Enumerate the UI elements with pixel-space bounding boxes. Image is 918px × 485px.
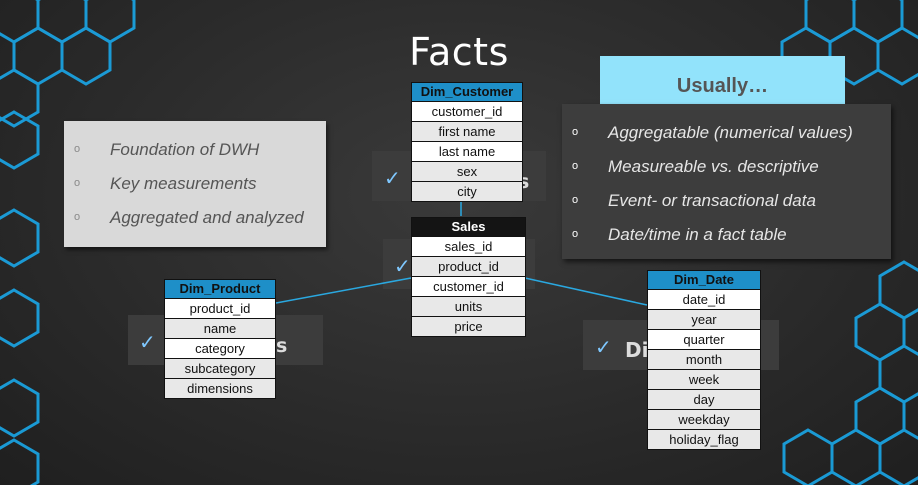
list-item: o Date/time in a fact table (562, 225, 891, 249)
table-sales: Sales sales_id product_id customer_id un… (411, 217, 526, 337)
slide-title: Facts (409, 30, 509, 74)
list-item: o Aggregated and analyzed (64, 208, 326, 232)
table-dim-customer: Dim_Customer customer_id first name last… (411, 82, 523, 202)
bullet: o (74, 143, 81, 155)
hidden-box-left-text: s (276, 335, 288, 357)
bullet: o (572, 194, 579, 206)
list-item-label: Event- or transactional data (608, 191, 816, 210)
list-item-label: Foundation of DWH (110, 140, 260, 159)
table-field: last name (412, 142, 522, 162)
table-field: units (412, 297, 525, 317)
bullet: o (572, 126, 579, 138)
connector-product-sales (275, 277, 412, 304)
table-field: month (648, 350, 760, 370)
hidden-box-right-text: Di (625, 338, 649, 362)
table-field: price (412, 317, 525, 336)
usually-list-box: o Aggregatable (numerical values) o Meas… (562, 104, 891, 259)
bullet: o (74, 177, 81, 189)
bullet: o (572, 160, 579, 172)
table-header: Dim_Product (165, 280, 275, 299)
table-field: category (165, 339, 275, 359)
table-header: Dim_Customer (412, 83, 522, 102)
table-field: weekday (648, 410, 760, 430)
table-field: customer_id (412, 277, 525, 297)
check-icon: ✓ (384, 166, 401, 190)
list-item: o Measureable vs. descriptive (562, 157, 891, 181)
check-icon: ✓ (394, 254, 411, 278)
table-field: quarter (648, 330, 760, 350)
list-item: o Aggregatable (numerical values) (562, 123, 891, 147)
table-field: product_id (165, 299, 275, 319)
list-item: o Event- or transactional data (562, 191, 891, 215)
table-header: Dim_Date (648, 271, 760, 290)
table-field: day (648, 390, 760, 410)
list-item: o Key measurements (64, 174, 326, 198)
table-field: first name (412, 122, 522, 142)
check-icon: ✓ (139, 330, 156, 354)
check-icon: ✓ (595, 335, 612, 359)
table-header: Sales (412, 218, 525, 237)
table-field: date_id (648, 290, 760, 310)
table-field: week (648, 370, 760, 390)
table-field: customer_id (412, 102, 522, 122)
table-field: product_id (412, 257, 525, 277)
table-dim-date: Dim_Date date_id year quarter month week… (647, 270, 761, 450)
table-field: sex (412, 162, 522, 182)
list-item-label: Measureable vs. descriptive (608, 157, 819, 176)
list-item-label: Aggregatable (numerical values) (608, 123, 853, 142)
table-field: holiday_flag (648, 430, 760, 449)
table-field: name (165, 319, 275, 339)
table-field: city (412, 182, 522, 201)
facts-description-callout: o Foundation of DWH o Key measurements o… (64, 121, 326, 247)
table-field: dimensions (165, 379, 275, 398)
connector-sales-date (524, 277, 648, 306)
bullet: o (74, 211, 81, 223)
usually-heading: Usually… (600, 56, 845, 104)
table-field: sales_id (412, 237, 525, 257)
table-field: subcategory (165, 359, 275, 379)
table-dim-product: Dim_Product product_id name category sub… (164, 279, 276, 399)
bullet: o (572, 228, 579, 240)
hidden-box-top-text: s (518, 171, 530, 193)
list-item: o Foundation of DWH (64, 140, 326, 164)
table-field: year (648, 310, 760, 330)
list-item-label: Key measurements (110, 174, 257, 193)
list-item-label: Date/time in a fact table (608, 225, 787, 244)
list-item-label: Aggregated and analyzed (110, 208, 304, 227)
